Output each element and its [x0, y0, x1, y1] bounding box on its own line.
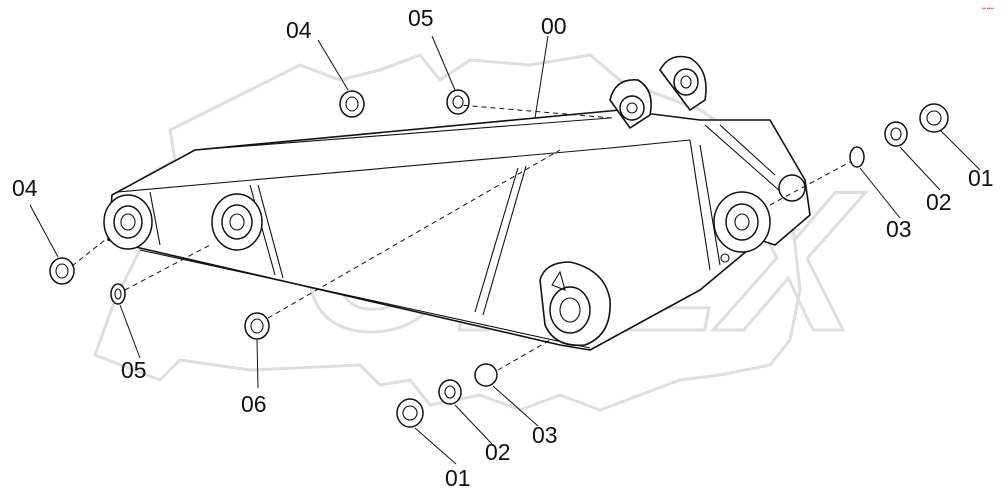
callout-labels: 00 04 05 04 05 06 03 02 01 01 02 03 — [12, 5, 994, 491]
bushing-02-bottom — [438, 379, 462, 405]
callout-01-bottom: 01 — [445, 465, 471, 491]
bushing-02-right — [884, 121, 908, 147]
callout-05-top: 05 — [408, 5, 434, 31]
bushing-01-right — [919, 103, 949, 133]
bushing-04-top — [339, 90, 365, 118]
callout-05-left: 05 — [121, 357, 147, 383]
bushing-05-left — [110, 283, 126, 305]
callout-04-left: 04 — [12, 175, 38, 201]
corner-mark: •• •••• — [982, 6, 994, 12]
bushing-04-left — [49, 257, 75, 285]
bushing-05-top — [446, 89, 470, 115]
ring-03-right — [849, 146, 865, 168]
leader-lines — [29, 35, 981, 465]
callout-02-bottom: 02 — [485, 439, 511, 465]
ring-03-bottom — [474, 363, 498, 387]
callout-03-bottom: 03 — [532, 422, 558, 448]
boom-arm-00 — [103, 55, 811, 351]
bushing-06 — [244, 312, 270, 340]
callout-00: 00 — [541, 13, 567, 39]
callout-04-top: 04 — [286, 17, 312, 43]
callout-06: 06 — [241, 391, 267, 417]
callout-01-right: 01 — [968, 165, 994, 191]
callout-02-right: 02 — [926, 189, 952, 215]
callout-03-right: 03 — [886, 216, 912, 242]
bushing-01-bottom — [396, 398, 424, 428]
